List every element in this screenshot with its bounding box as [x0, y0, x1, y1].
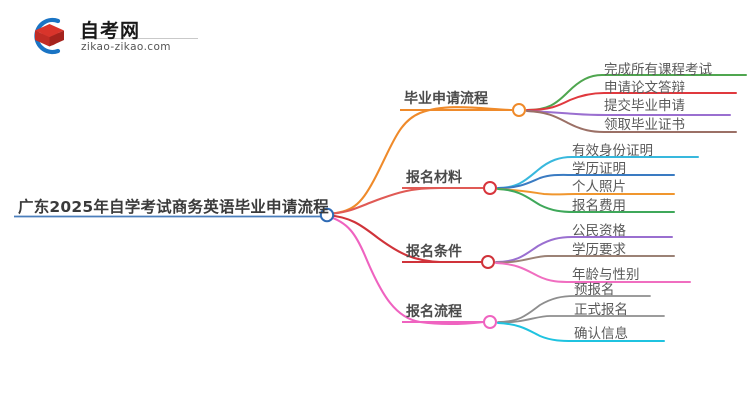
mindmap-leaf-node[interactable]: 正式报名 [574, 302, 628, 318]
mindmap-leaf-node[interactable]: 公民资格 [572, 223, 626, 239]
mindmap-leaf-node[interactable]: 提交毕业申请 [604, 98, 685, 114]
graduation-book-icon [28, 15, 72, 57]
mindmap-leaf-node[interactable]: 完成所有课程考试 [604, 62, 712, 78]
mindmap-leaf-node[interactable]: 学历要求 [572, 242, 626, 258]
mindmap-leaf-node[interactable]: 报名费用 [572, 198, 626, 214]
mindmap-leaf-node[interactable]: 预报名 [574, 282, 615, 298]
mindmap-branch-node-1[interactable]: 毕业申请流程 [404, 91, 488, 107]
mindmap-branch-node-3[interactable]: 报名条件 [406, 244, 462, 260]
mindmap-leaf-node[interactable]: 学历证明 [572, 161, 626, 177]
mindmap-root-node[interactable]: 广东2025年自学考试商务英语毕业申请流程 [18, 198, 329, 216]
logo-name: 自考网 [80, 20, 141, 42]
mindmap-leaf-node[interactable]: 申请论文答辩 [604, 80, 685, 96]
site-logo[interactable]: 自考网 zikao-zikao.com [28, 12, 208, 60]
mindmap-leaf-node[interactable]: 领取毕业证书 [604, 117, 685, 133]
mindmap-leaf-node[interactable]: 年龄与性别 [572, 267, 640, 283]
mindmap-leaf-node[interactable]: 个人照片 [572, 179, 626, 195]
mindmap-leaf-node[interactable]: 确认信息 [574, 326, 628, 342]
mindmap-branch-node-4[interactable]: 报名流程 [406, 304, 462, 320]
mindmap-leaf-node[interactable]: 有效身份证明 [572, 143, 653, 159]
logo-url: zikao-zikao.com [81, 41, 171, 53]
logo-divider [80, 38, 198, 39]
mindmap-branch-node-2[interactable]: 报名材料 [406, 170, 462, 186]
